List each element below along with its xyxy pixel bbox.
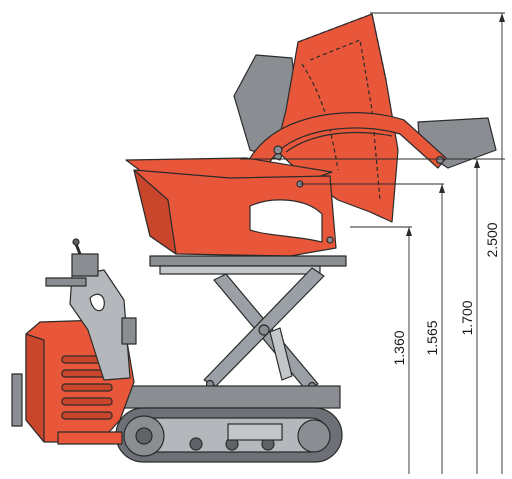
lift-cylinder: [269, 327, 293, 381]
dimension-lines: [240, 12, 505, 474]
handle-bar: [45, 277, 87, 287]
console-window: [89, 293, 105, 312]
vent-slot-3: [61, 383, 113, 392]
console-panel-right: [121, 317, 137, 345]
hopper-base-frame: [149, 255, 347, 267]
rear-bumper: [11, 373, 23, 427]
arrow-1360: [406, 227, 412, 236]
control-lever: [74, 243, 82, 255]
dimension-label-1565: 1.565: [424, 320, 440, 355]
console-column: [69, 269, 131, 381]
vent-slot-4: [61, 397, 113, 406]
arm-pivot-pin: [273, 145, 283, 155]
road-wheel-1: [189, 437, 203, 451]
arm-tip-pin: [435, 155, 445, 165]
dimension-arrows: [406, 13, 505, 236]
idler-wheel: [297, 419, 331, 453]
chassis-frame: [119, 385, 341, 409]
track-undercarriage: [115, 385, 343, 463]
engine-hood-shade: [25, 333, 45, 443]
dimension-label-1360: 1.360: [391, 330, 407, 365]
raised-hopper-rim: [297, 13, 387, 81]
hopper-cutout: [249, 199, 323, 243]
track-bracket: [227, 423, 283, 441]
lift-arm-inner: [285, 131, 393, 153]
scissor-center-pin: [258, 324, 270, 336]
dimension-label-1700: 1.700: [459, 300, 475, 335]
control-lever-knob: [72, 238, 80, 246]
control-console: [45, 238, 137, 381]
drive-sprocket-hub: [135, 427, 153, 445]
scissor-lift: [203, 267, 325, 391]
raised-hopper-rib: [301, 63, 339, 171]
hopper-hinge-pin-2: [326, 236, 334, 244]
arrow-1565: [439, 184, 445, 193]
vent-slot-5: [61, 411, 113, 420]
lowered-hopper: [125, 157, 347, 275]
arrow-2500: [499, 13, 505, 22]
hopper-side-panel: [133, 169, 177, 255]
control-lever-housing: [71, 253, 99, 277]
hopper-base-rail: [159, 265, 321, 275]
arrow-1700: [474, 159, 480, 168]
step-plate: [57, 431, 123, 445]
raised-hopper-inner-edge: [309, 39, 381, 201]
dimension-label-2500: 2.500: [484, 222, 500, 257]
